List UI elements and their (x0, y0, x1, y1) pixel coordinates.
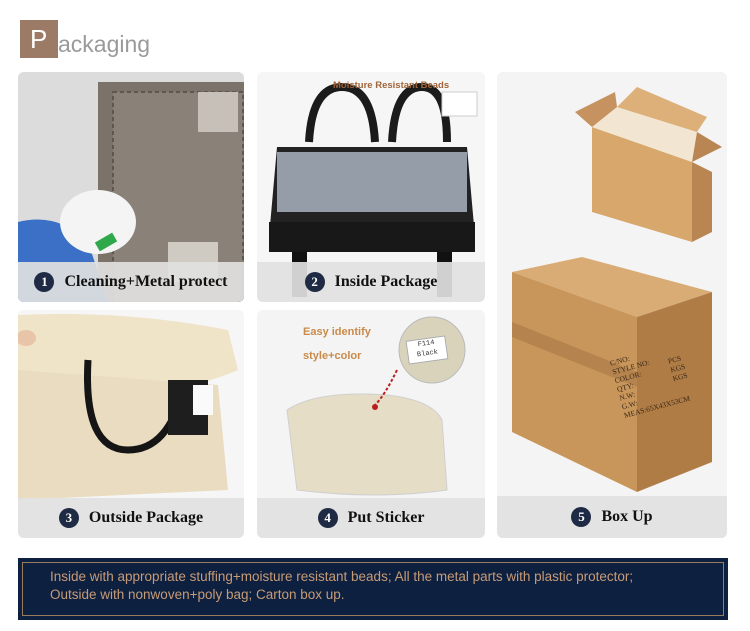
panel-caption: 5 Box Up (497, 496, 727, 538)
caption-text: Outside Package (88, 509, 204, 526)
panel-caption: 2 Inside Package (257, 262, 485, 302)
panel-cleaning: 1 Cleaning+Metal protect (18, 72, 244, 302)
summary-line-2: Outside with nonwoven+poly bag; Carton b… (50, 587, 345, 602)
step-number: 1 (34, 272, 55, 292)
identify-label-line2: style+color (303, 350, 362, 362)
panel-caption: 3 Outside Package (18, 498, 244, 538)
caption-text: Cleaning+Metal protect (64, 273, 228, 290)
header-title: ackaging (58, 31, 151, 57)
header-initial-box: P (20, 20, 58, 58)
caption-text: Inside Package (334, 273, 438, 290)
header-initial: P (30, 24, 48, 54)
identify-label-line1: Easy identify (303, 326, 371, 338)
panel-outside-package: 3 Outside Package (18, 310, 244, 538)
summary-border (22, 562, 724, 616)
panel-caption: 1 Cleaning+Metal protect (18, 262, 244, 302)
step-number: 2 (304, 272, 325, 292)
panel-caption: 4 Put Sticker (257, 498, 485, 538)
beads-label: Moisture Resistant Beads (333, 80, 450, 91)
summary-banner: Inside with appropriate stuffing+moistur… (18, 558, 728, 620)
summary-text: Inside with appropriate stuffing+moistur… (50, 568, 710, 604)
summary-line-1: Inside with appropriate stuffing+moistur… (50, 569, 634, 584)
caption-text: Box Up (601, 508, 653, 525)
panel-inside-package: Moisture Resistant Beads 2 Inside Packag… (257, 72, 485, 302)
step-number: 4 (317, 508, 338, 528)
panel-box-up: C/NO: STYLE NO: COLOR: QTY: N.W: G.W: ME… (497, 72, 727, 538)
caption-text: Put Sticker (347, 509, 425, 526)
step-number: 5 (571, 507, 592, 527)
panel-put-sticker: Easy identify style+color F114 Black 4 P… (257, 310, 485, 538)
step-number: 3 (58, 508, 79, 528)
carton-photo (497, 72, 727, 538)
